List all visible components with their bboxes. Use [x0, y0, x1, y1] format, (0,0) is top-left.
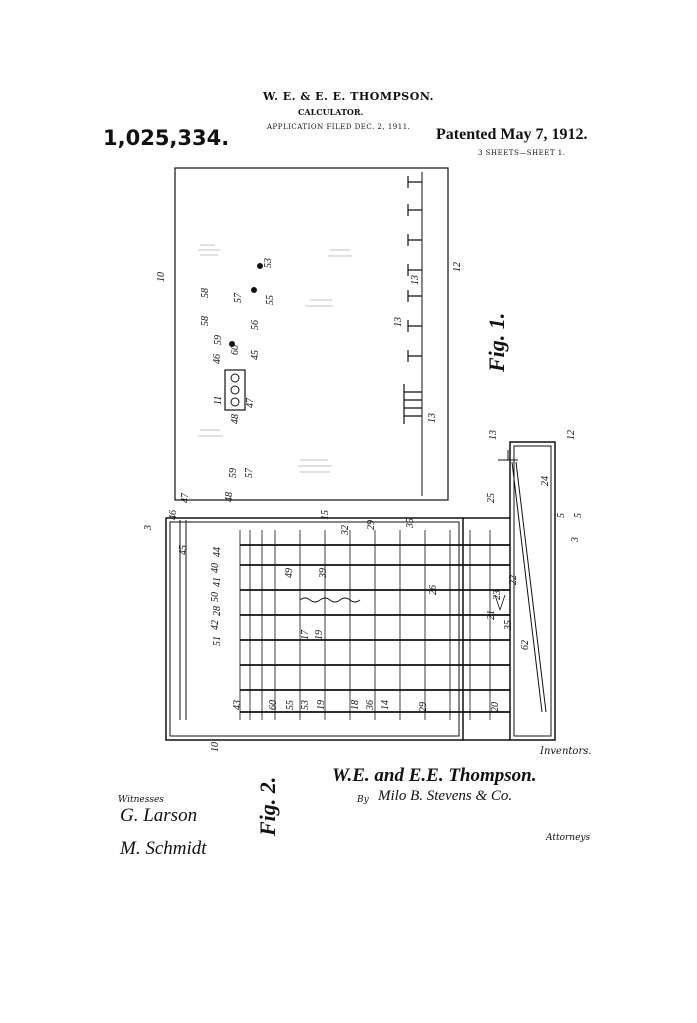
ref-numeral: 10 — [210, 742, 221, 752]
ref-numeral: 13 — [410, 275, 421, 285]
ref-numeral: 60 — [230, 345, 241, 355]
ref-numeral: 49 — [284, 568, 295, 578]
ref-numeral: 36 — [365, 700, 376, 710]
attorneys-label: Attorneys — [546, 833, 591, 843]
ref-numeral: 44 — [212, 547, 223, 557]
ref-numeral: 35 — [405, 518, 416, 528]
witnesses-label: Witnesses — [118, 795, 164, 805]
ref-numeral: 62 — [520, 640, 531, 650]
ref-numeral: 56 — [250, 320, 261, 330]
ref-numeral: 10 — [156, 272, 167, 282]
ref-numeral: 60 — [268, 700, 279, 710]
ref-numeral: 32 — [340, 525, 351, 535]
witness-signature-2: M. Schmidt — [120, 838, 207, 859]
ref-numeral: 11 — [213, 395, 224, 405]
ref-numeral: 26 — [428, 585, 439, 595]
ref-numeral: 5 — [573, 513, 584, 518]
ref-numeral: 13 — [427, 413, 438, 423]
witness-signature-1: G. Larson — [120, 805, 198, 826]
ref-numeral: 48 — [230, 414, 241, 424]
ref-numeral: 42 — [210, 620, 221, 630]
ref-numeral: 59 — [213, 335, 224, 345]
ref-numeral: 50 — [210, 592, 221, 602]
fig2-title: Fig. 2. — [255, 776, 280, 836]
ref-numeral: 51 — [212, 636, 223, 646]
fig2-drawing — [165, 441, 556, 741]
ref-numeral: 5 — [556, 513, 567, 518]
ref-numeral: 19 — [314, 630, 325, 640]
ref-numeral: 55 — [285, 700, 296, 710]
ref-numeral: 29 — [418, 702, 429, 712]
ref-numeral: 48 — [224, 492, 235, 502]
inventors-header: W. E. & E. E. THOMPSON. — [263, 90, 435, 103]
ref-numeral: 40 — [210, 563, 221, 573]
sheet-count: 3 SHEETS—SHEET 1. — [478, 149, 566, 157]
ref-numeral: 22 — [508, 575, 519, 585]
ref-numeral: 41 — [212, 577, 223, 587]
ref-numeral: 43 — [232, 700, 243, 710]
ref-numeral: 53 — [263, 258, 274, 268]
ref-numeral: 45 — [178, 545, 189, 555]
invention-title: CALCULATOR. — [298, 107, 364, 117]
by-label: By — [357, 795, 369, 805]
ref-numeral: 45 — [250, 350, 261, 360]
patent-number: 1,025,334. — [103, 126, 230, 150]
ref-numeral: 12 — [566, 430, 577, 440]
fig1-title: Fig. 1. — [484, 312, 509, 372]
ref-numeral: 29 — [366, 520, 377, 530]
patent-date: Patented May 7, 1912. — [436, 126, 588, 143]
ref-numeral: 21 — [486, 610, 497, 620]
ref-numeral: 3 — [143, 525, 154, 530]
ref-numeral: 53 — [300, 700, 311, 710]
ref-numeral: 17 — [300, 630, 311, 640]
ref-numeral: 15 — [320, 510, 331, 520]
ref-numeral: 35 — [503, 620, 514, 630]
filing-date: APPLICATION FILED DEC. 2, 1911. — [267, 123, 411, 131]
inventors-label: Inventors. — [540, 746, 592, 757]
ref-numeral: 14 — [380, 700, 391, 710]
fig1-drawing — [174, 167, 449, 501]
ref-numeral: 47 — [245, 398, 256, 408]
ref-numeral: 59 — [228, 468, 239, 478]
ref-numeral: 24 — [540, 476, 551, 486]
ref-numeral: 47 — [180, 493, 191, 503]
ref-numeral: 55 — [265, 295, 276, 305]
ref-numeral: 46 — [212, 354, 223, 364]
ref-numeral: 12 — [452, 262, 463, 272]
ref-numeral: 19 — [316, 700, 327, 710]
ref-numeral: 25 — [486, 493, 497, 503]
ref-numeral: 57 — [233, 293, 244, 303]
ref-numeral: 3 — [570, 537, 581, 542]
ref-numeral: 58 — [200, 316, 211, 326]
ref-numeral: 18 — [350, 700, 361, 710]
ref-numeral: 23 — [492, 590, 503, 600]
ref-numeral: 39 — [318, 568, 329, 578]
ref-numeral: 13 — [488, 430, 499, 440]
attorney-signature: Milo B. Stevens & Co. — [378, 788, 513, 804]
ref-numeral: 58 — [200, 288, 211, 298]
ref-numeral: 46 — [168, 510, 179, 520]
ref-numeral: 20 — [490, 702, 501, 712]
ref-numeral: 57 — [244, 468, 255, 478]
inventor-signatures: W.E. and E.E. Thompson. — [332, 765, 537, 786]
ref-numeral: 28 — [212, 606, 223, 616]
ref-numeral: 13 — [393, 317, 404, 327]
